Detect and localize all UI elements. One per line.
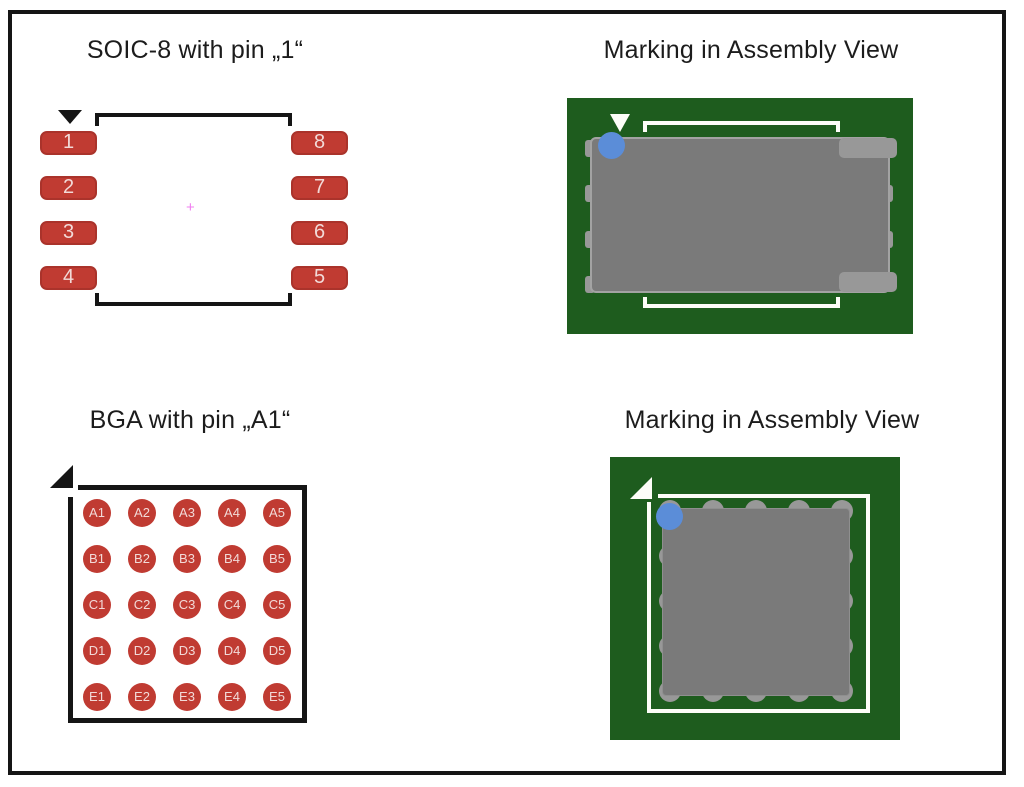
silkscreen-pin1-triangle-icon — [610, 114, 630, 132]
package-outline-left — [68, 497, 73, 723]
bga-ball-A3: A3 — [173, 499, 201, 527]
bga-ball-B4: B4 — [218, 545, 246, 573]
a1-corner-triangle-icon — [50, 465, 73, 488]
bga-ball-D2: D2 — [128, 637, 156, 665]
bga-ball-D3: D3 — [173, 637, 201, 665]
soic-pin-4: 4 — [40, 266, 97, 290]
silkscreen-bottom-bracket — [643, 297, 840, 308]
package-outline-top-bracket — [95, 113, 292, 126]
silkscreen-a1-triangle-icon — [630, 477, 652, 499]
soic-pin-6: 6 — [291, 221, 348, 245]
silkscreen-outline-left — [647, 502, 651, 713]
package-outline-bottom — [68, 718, 307, 723]
right-corner-pad — [839, 272, 897, 292]
soic-pin-8: 8 — [291, 131, 348, 155]
silkscreen-top-bracket — [643, 121, 840, 132]
soic-pin-5: 5 — [291, 266, 348, 290]
a1-blue-dot-marker — [656, 503, 683, 530]
bga-ball-D1: D1 — [83, 637, 111, 665]
soic-pin-3: 3 — [40, 221, 97, 245]
soic8-package-diagram: + 1 2 3 4 8 7 6 5 — [40, 105, 352, 320]
bga-ball-C1: C1 — [83, 591, 111, 619]
soic-diagram-title: SOIC-8 with pin „1“ — [86, 36, 304, 64]
bga-ball-C4: C4 — [218, 591, 246, 619]
bga-assembly-pcb — [610, 457, 900, 740]
bga-ball-E1: E1 — [83, 683, 111, 711]
bga-ball-E5: E5 — [263, 683, 291, 711]
bga-ball-A5: A5 — [263, 499, 291, 527]
origin-cross-marker: + — [186, 199, 195, 216]
package-outline-top — [78, 485, 307, 490]
soic8-assembly-pcb — [567, 98, 913, 334]
package-outline-right — [302, 485, 307, 723]
bga-ball-D4: D4 — [218, 637, 246, 665]
bga-assembly-title: Marking in Assembly View — [624, 406, 920, 434]
bga-ball-B3: B3 — [173, 545, 201, 573]
pin1-blue-dot-marker — [598, 132, 625, 159]
bga-ball-B1: B1 — [83, 545, 111, 573]
bga-chip-body — [662, 508, 850, 696]
silkscreen-outline-top — [658, 494, 870, 498]
bga-ball-C2: C2 — [128, 591, 156, 619]
bga-ball-D5: D5 — [263, 637, 291, 665]
soic-pin-1: 1 — [40, 131, 97, 155]
bga-ball-C5: C5 — [263, 591, 291, 619]
bga-ball-E3: E3 — [173, 683, 201, 711]
bga-ball-A1: A1 — [83, 499, 111, 527]
bga-ball-A2: A2 — [128, 499, 156, 527]
bga-diagram-title: BGA with pin „A1“ — [89, 406, 291, 434]
package-outline-bottom-bracket — [95, 293, 292, 306]
soic-pin-7: 7 — [291, 176, 348, 200]
soic8-chip-body — [590, 137, 890, 293]
pin1-marker-triangle-icon — [58, 110, 82, 124]
soic-assembly-title: Marking in Assembly View — [603, 36, 899, 64]
silkscreen-outline-right — [866, 494, 870, 713]
soic-pin-2: 2 — [40, 176, 97, 200]
bga-ball-B2: B2 — [128, 545, 156, 573]
bga-ball-A4: A4 — [218, 499, 246, 527]
slide-border — [8, 10, 1006, 775]
bga-ball-E2: E2 — [128, 683, 156, 711]
right-corner-pad — [839, 138, 897, 158]
bga-ball-B5: B5 — [263, 545, 291, 573]
silkscreen-outline-bottom — [647, 709, 870, 713]
bga-ball-C3: C3 — [173, 591, 201, 619]
bga-ball-E4: E4 — [218, 683, 246, 711]
